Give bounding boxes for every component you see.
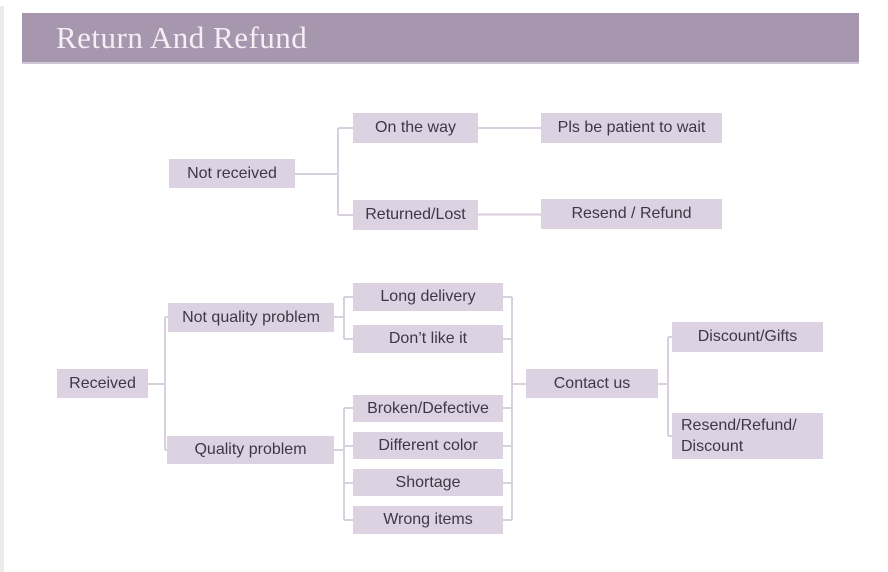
node-resend-refund-discount: Resend/Refund/ Discount <box>672 413 823 459</box>
node-wrong-items: Wrong items <box>353 506 503 534</box>
node-not-received: Not received <box>169 159 295 188</box>
node-dont-like-it: Don’t like it <box>353 325 503 353</box>
node-received: Received <box>57 369 148 398</box>
page-header: Return And Refund <box>22 13 859 64</box>
page-title: Return And Refund <box>56 19 308 55</box>
node-resend-refund-discount-line2: Discount <box>681 438 744 455</box>
node-on-the-way: On the way <box>353 113 478 143</box>
node-returned-lost: Returned/Lost <box>353 200 478 230</box>
node-different-color: Different color <box>353 432 503 459</box>
node-quality-problem: Quality problem <box>167 436 334 464</box>
node-broken-defective: Broken/Defective <box>353 395 503 422</box>
node-resend-refund: Resend / Refund <box>541 199 722 229</box>
node-contact-us: Contact us <box>526 369 658 398</box>
node-not-quality-problem: Not quality problem <box>168 303 334 332</box>
node-shortage: Shortage <box>353 469 503 496</box>
node-long-delivery: Long delivery <box>353 283 503 311</box>
node-resend-refund-discount-line1: Resend/Refund/ <box>681 417 797 434</box>
node-pls-be-patient-to-wait: Pls be patient to wait <box>541 113 722 143</box>
node-discount-gifts: Discount/Gifts <box>672 322 823 352</box>
page-edge-strip <box>0 6 4 572</box>
